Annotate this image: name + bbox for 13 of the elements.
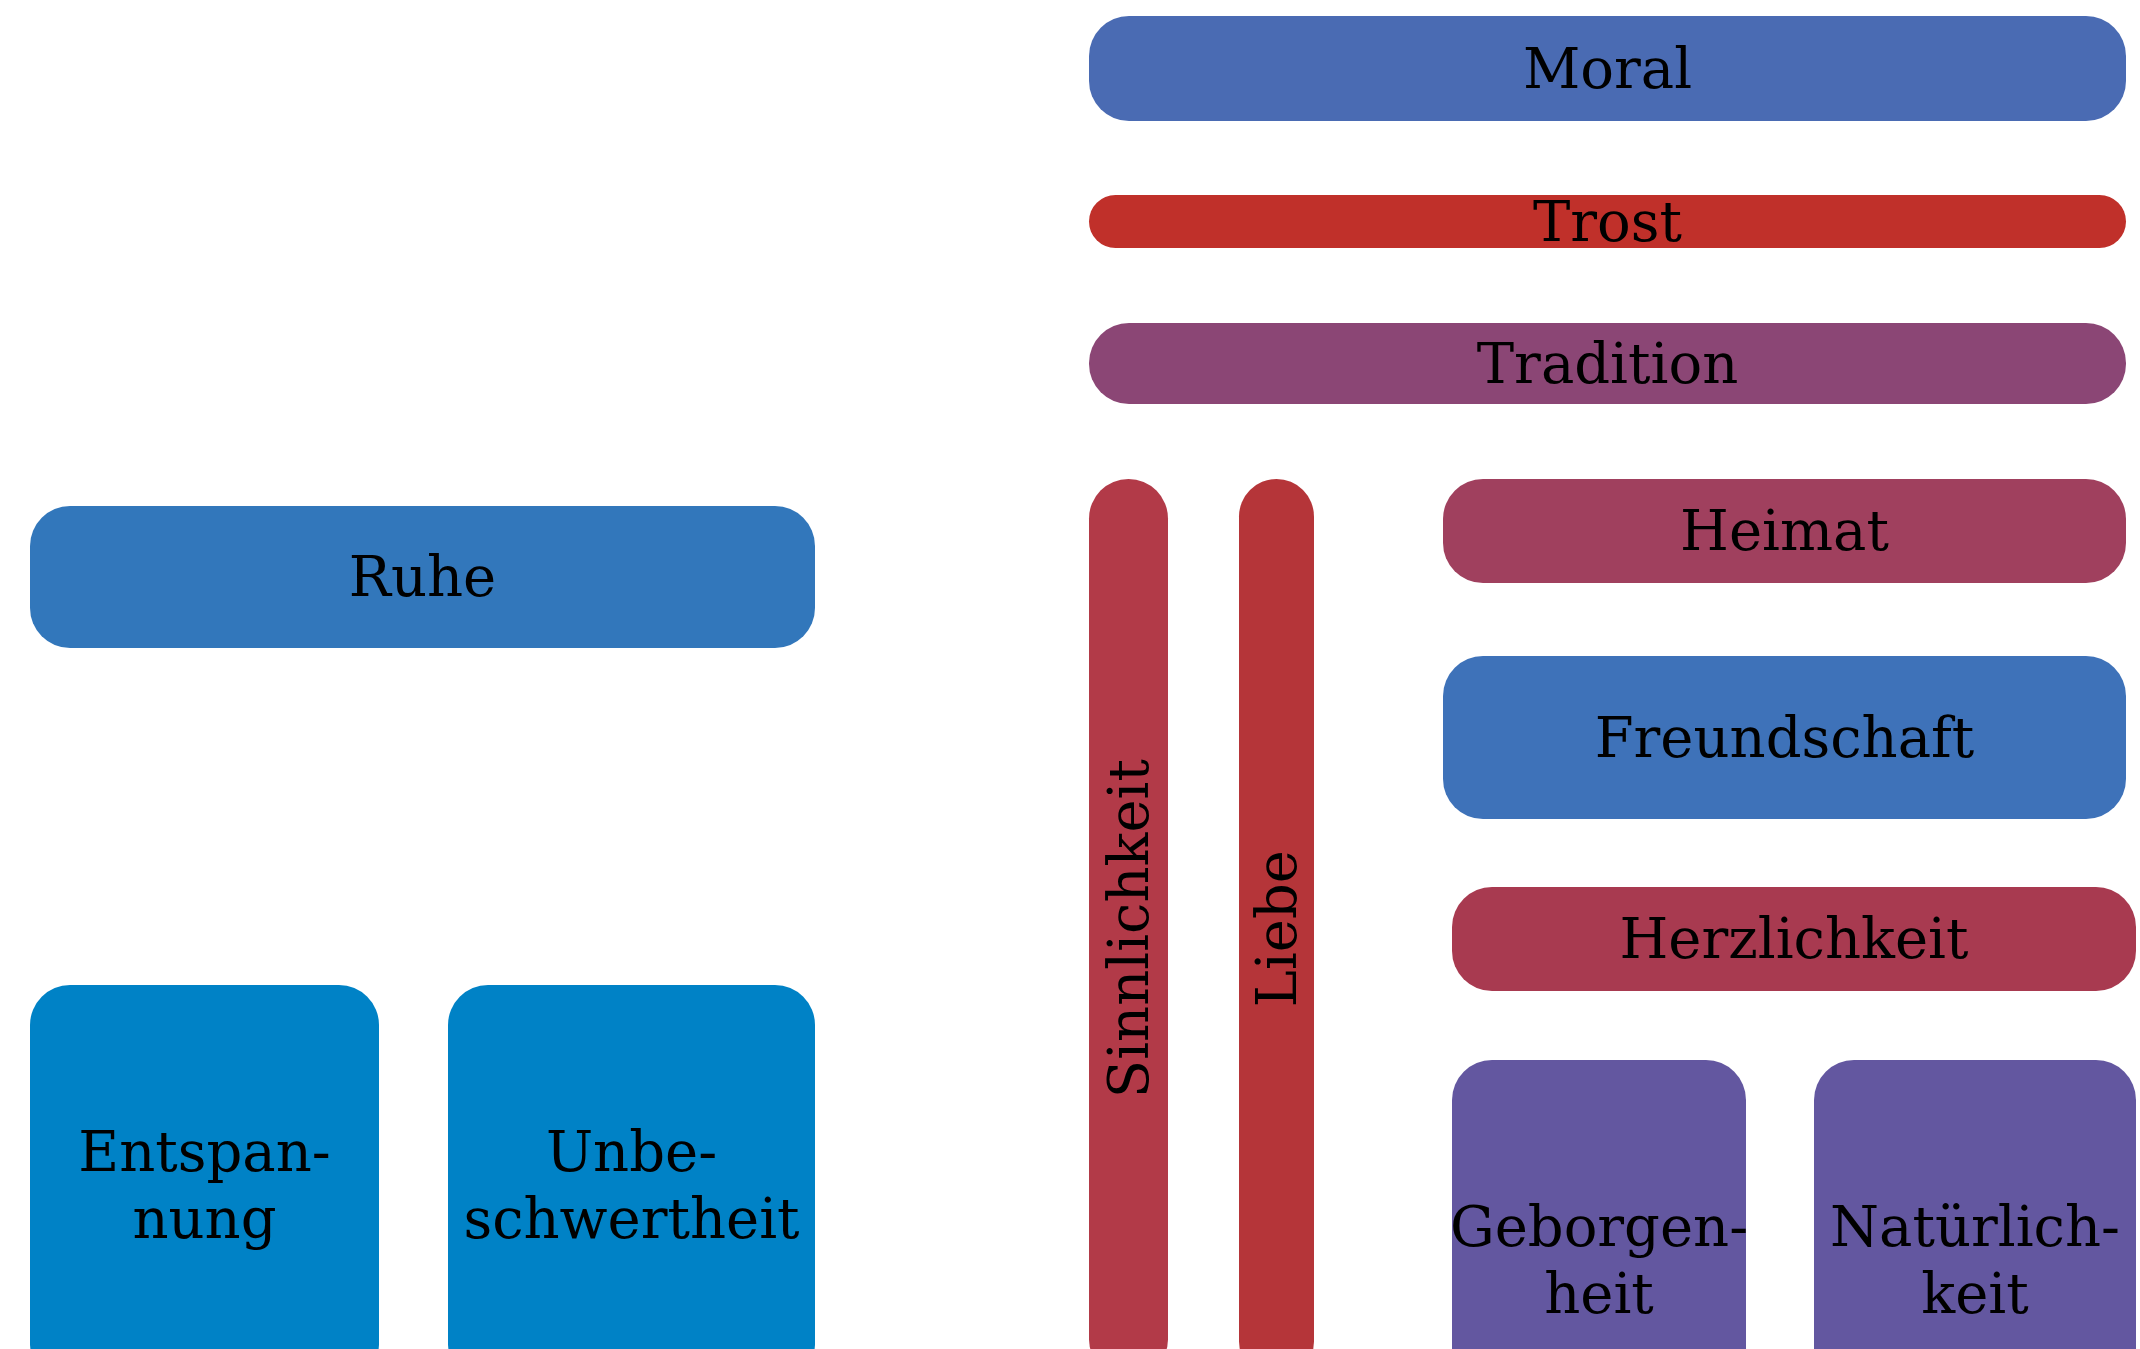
term-box: Ruhe — [30, 506, 815, 648]
term-box: Geborgen- heit — [1452, 1060, 1746, 1349]
term-box: Freundschaft — [1443, 656, 2126, 819]
term-box: Trost — [1089, 195, 2126, 248]
term-box: Moral — [1089, 16, 2126, 121]
term-box: Heimat — [1443, 479, 2126, 583]
term-box: Natürlich- keit — [1814, 1060, 2136, 1349]
term-box: Entspan- nung — [30, 985, 379, 1349]
term-box: Herzlichkeit — [1452, 887, 2136, 991]
term-box: Liebe — [1239, 479, 1314, 1349]
term-box: Unbe- schwertheit — [448, 985, 815, 1349]
term-box: Sinnlichkeit — [1089, 479, 1168, 1349]
term-box: Tradition — [1089, 323, 2126, 404]
